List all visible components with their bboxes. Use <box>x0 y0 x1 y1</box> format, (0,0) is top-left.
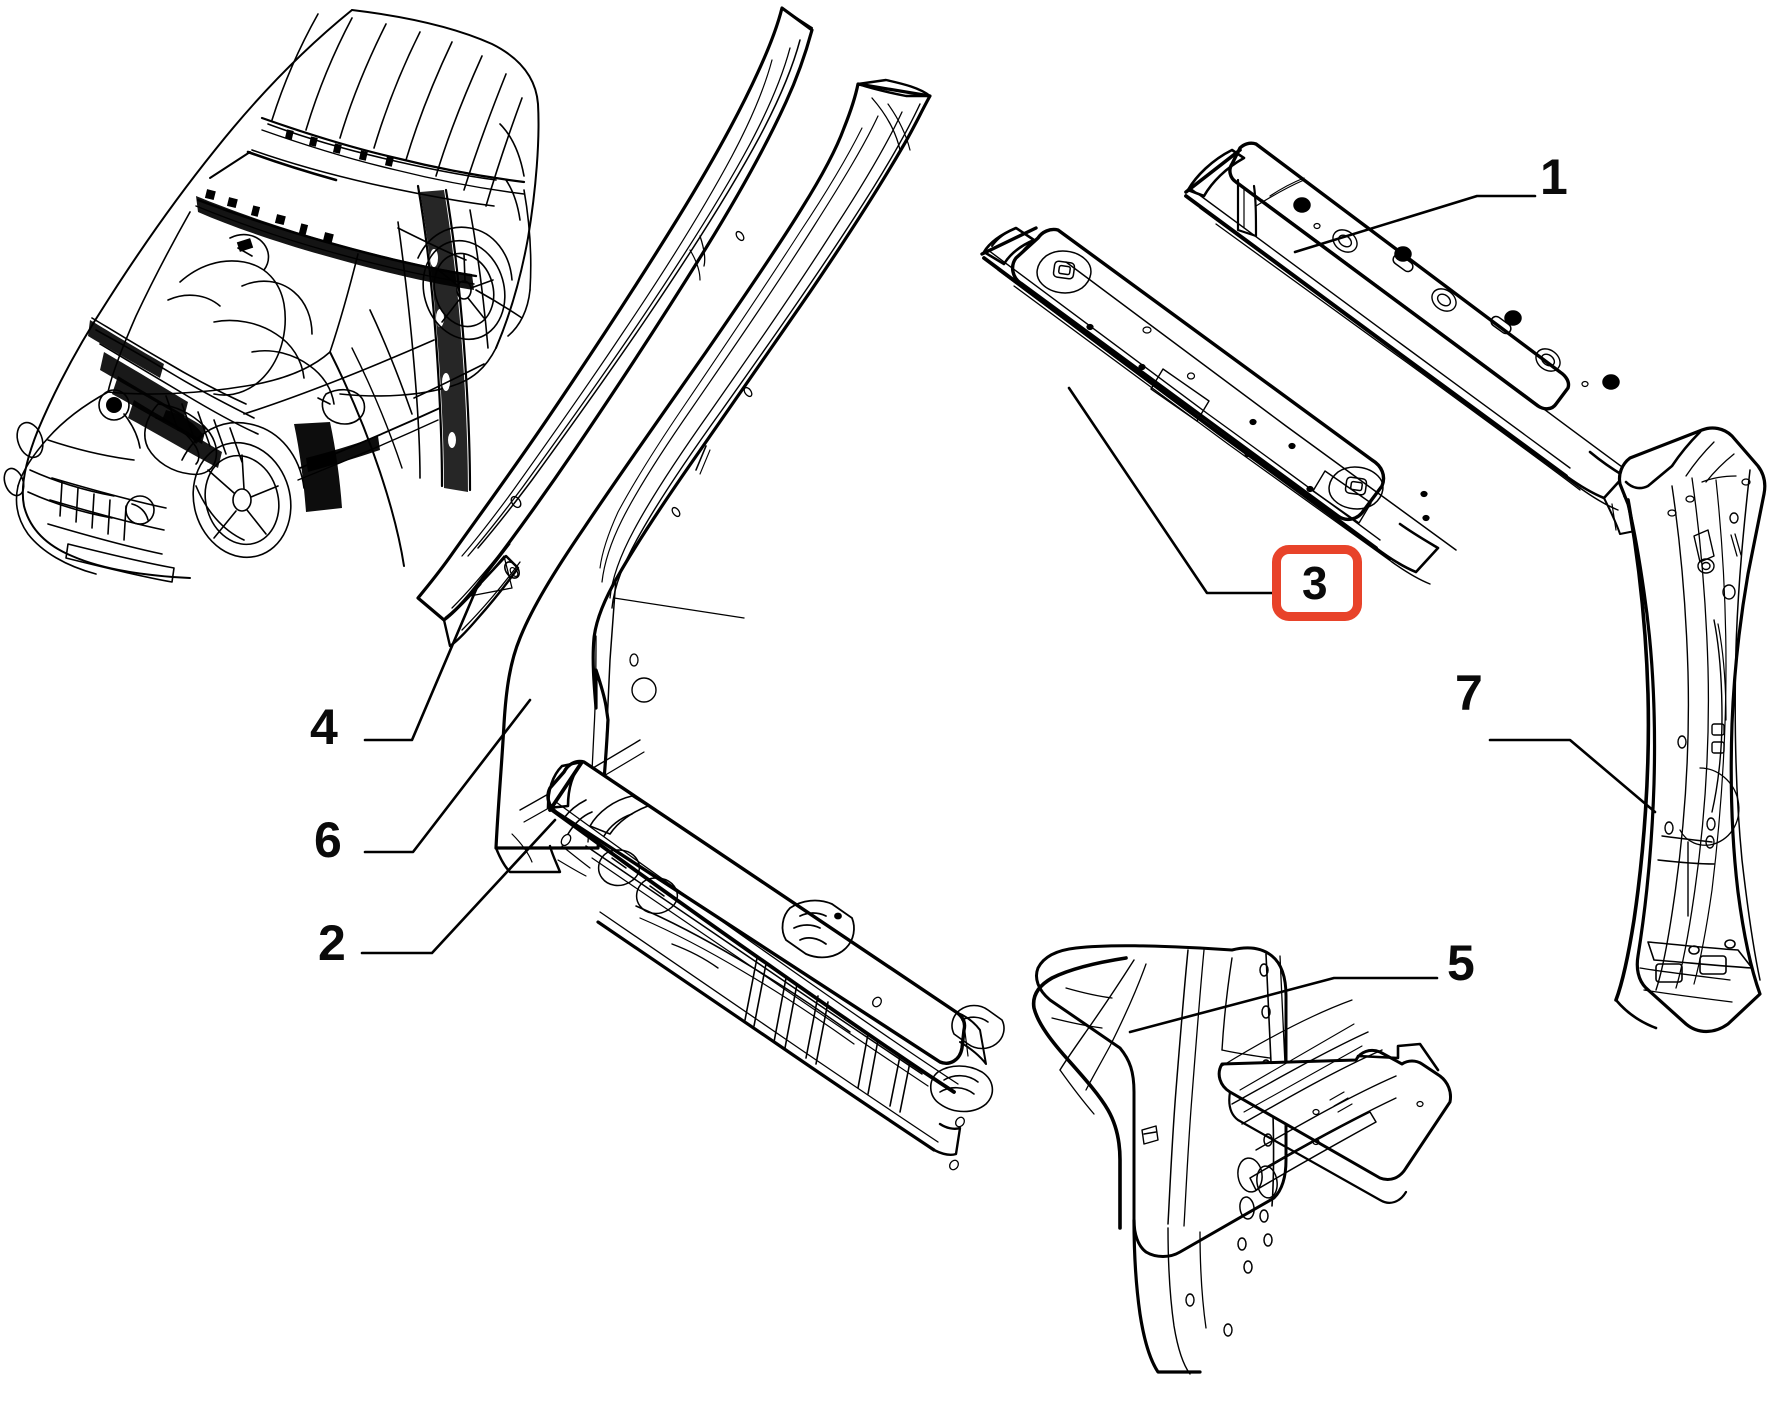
callout-label-6[interactable]: 6 <box>314 812 342 868</box>
callout-label-5[interactable]: 5 <box>1447 935 1475 991</box>
callout-label-4[interactable]: 4 <box>310 699 338 755</box>
callout-label-1[interactable]: 1 <box>1540 149 1568 205</box>
leader-line-7 <box>1488 738 1657 814</box>
leader-line-4 <box>363 583 480 742</box>
leader-line-3 <box>1067 386 1276 595</box>
callout-label-7[interactable]: 7 <box>1455 665 1483 721</box>
callout-label-2[interactable]: 2 <box>318 915 346 971</box>
leader-line-6 <box>363 698 532 854</box>
leader-line-5 <box>1128 976 1439 1034</box>
callout-label-3[interactable]: 3 <box>1302 557 1328 609</box>
callout-3-highlight-box[interactable] <box>1272 545 1362 621</box>
leader-line-2 <box>360 818 557 955</box>
leader-line-1 <box>1293 194 1537 254</box>
